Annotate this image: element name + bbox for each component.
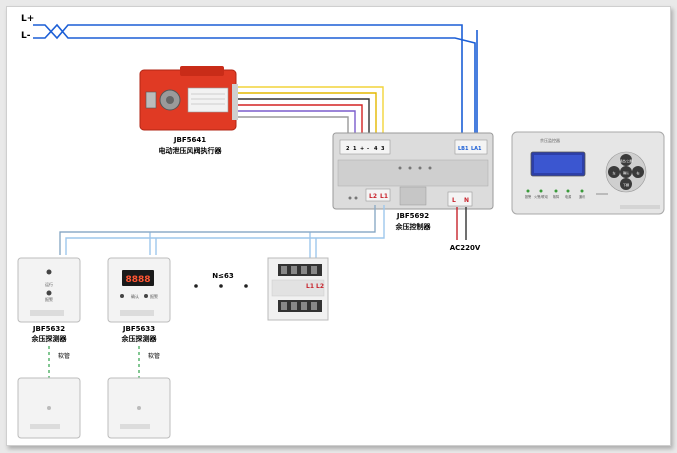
actuator-device bbox=[139, 66, 238, 131]
controller-pin-3: + bbox=[360, 146, 364, 152]
controller-name: 余压控制器 bbox=[395, 222, 432, 231]
power-terminal-n: N bbox=[464, 197, 469, 204]
bus-minus-label: L- bbox=[21, 31, 31, 41]
monitor-indicator-1: 火警/联动 bbox=[534, 194, 548, 199]
monitor-led-3 bbox=[566, 189, 570, 193]
controller-pin-6: 3 bbox=[381, 146, 385, 152]
monitor-device: 余压监控器 退出/上翻 确认 左 右 下翻 报警 火警/联动 故障 电源 通讯 bbox=[511, 131, 665, 215]
pressure-sensor-1 bbox=[17, 377, 81, 439]
power-label: AC220V bbox=[450, 244, 481, 252]
bus-lines: L+ L- bbox=[21, 14, 478, 143]
detector-1-btn-1: 报警 bbox=[45, 296, 53, 302]
detector-1: 运行 报警 bbox=[17, 257, 81, 323]
monitor-confirm-button bbox=[620, 166, 632, 178]
power-terminal-l: L bbox=[452, 197, 456, 204]
monitor-btn-label-0: 退出/上翻 bbox=[619, 158, 632, 163]
detector-2: 8888 确认 报警 bbox=[107, 257, 171, 323]
monitor-led-1 bbox=[539, 189, 543, 193]
controller-bus-terminal-1: LB1 bbox=[458, 146, 469, 152]
controller-bus-terminal-2: LA1 bbox=[471, 146, 482, 152]
detector-1-name: 余压探测器 bbox=[31, 334, 68, 343]
actuator-wires bbox=[238, 86, 384, 143]
monitor-btn-label-1: 确认 bbox=[623, 170, 629, 175]
monitor-title: 余压监控器 bbox=[540, 137, 560, 143]
bus-minus-wire bbox=[33, 23, 476, 143]
diagram-frame bbox=[6, 6, 671, 446]
controller-pin-2: 1 bbox=[353, 146, 357, 152]
detector-2-btn-1: 报警 bbox=[150, 293, 158, 299]
count-label: N≤63 bbox=[212, 272, 234, 280]
monitor-indicator-4: 通讯 bbox=[579, 194, 586, 199]
hose-label-2: 软管 bbox=[148, 352, 160, 360]
detector-1-model: JBF5632 bbox=[32, 325, 65, 333]
detector-2-reading: 8888 bbox=[125, 275, 150, 285]
terminal-l1: L1 bbox=[306, 283, 314, 290]
monitor-left-button bbox=[608, 166, 620, 178]
controller-pin-1: 2 bbox=[346, 146, 350, 152]
monitor-down-button bbox=[620, 178, 632, 190]
terminal-l2: L2 bbox=[316, 283, 324, 290]
hose-label-1: 软管 bbox=[58, 352, 70, 360]
controller-terminal-l2: L2 bbox=[369, 193, 377, 200]
hoses bbox=[48, 346, 140, 378]
detector-2-model: JBF5633 bbox=[122, 325, 155, 333]
monitor-led-4 bbox=[580, 189, 584, 193]
detector-2-display bbox=[122, 270, 154, 286]
controller-terminal-l1: L1 bbox=[380, 193, 388, 200]
actuator-label-plate bbox=[187, 87, 229, 113]
controller-model: JBF5692 bbox=[396, 212, 429, 220]
actuator-name: 电动泄压风阀执行器 bbox=[159, 146, 223, 155]
actuator-model: JBF5641 bbox=[173, 136, 206, 144]
detector-2-btn-0: 确认 bbox=[131, 293, 139, 299]
monitor-right-button bbox=[632, 166, 644, 178]
monitor-btn-label-3: 右 bbox=[636, 170, 639, 175]
monitor-indicator-2: 故障 bbox=[553, 194, 560, 199]
pressure-sensor-2 bbox=[107, 377, 171, 439]
detector-1-btn-0: 运行 bbox=[45, 281, 53, 287]
monitor-led-2 bbox=[554, 189, 558, 193]
power-wires bbox=[456, 207, 467, 240]
terminal-block bbox=[267, 257, 329, 321]
controller-pin-4: - bbox=[367, 146, 369, 152]
detector-bus bbox=[59, 205, 385, 265]
bus-plus-wire bbox=[33, 24, 463, 143]
monitor-indicator-3: 电源 bbox=[565, 194, 572, 199]
monitor-btn-label-4: 下翻 bbox=[623, 182, 629, 187]
monitor-up-button bbox=[620, 154, 632, 166]
detector-2-name: 余压探测器 bbox=[121, 334, 158, 343]
monitor-indicator-0: 报警 bbox=[525, 194, 532, 199]
controller-pin-5: 4 bbox=[374, 146, 378, 152]
ellipsis-dots bbox=[194, 284, 248, 288]
monitor-led-0 bbox=[526, 189, 530, 193]
monitor-btn-label-2: 左 bbox=[612, 170, 615, 175]
controller-device bbox=[332, 132, 494, 210]
bus-plus-label: L+ bbox=[21, 14, 34, 24]
